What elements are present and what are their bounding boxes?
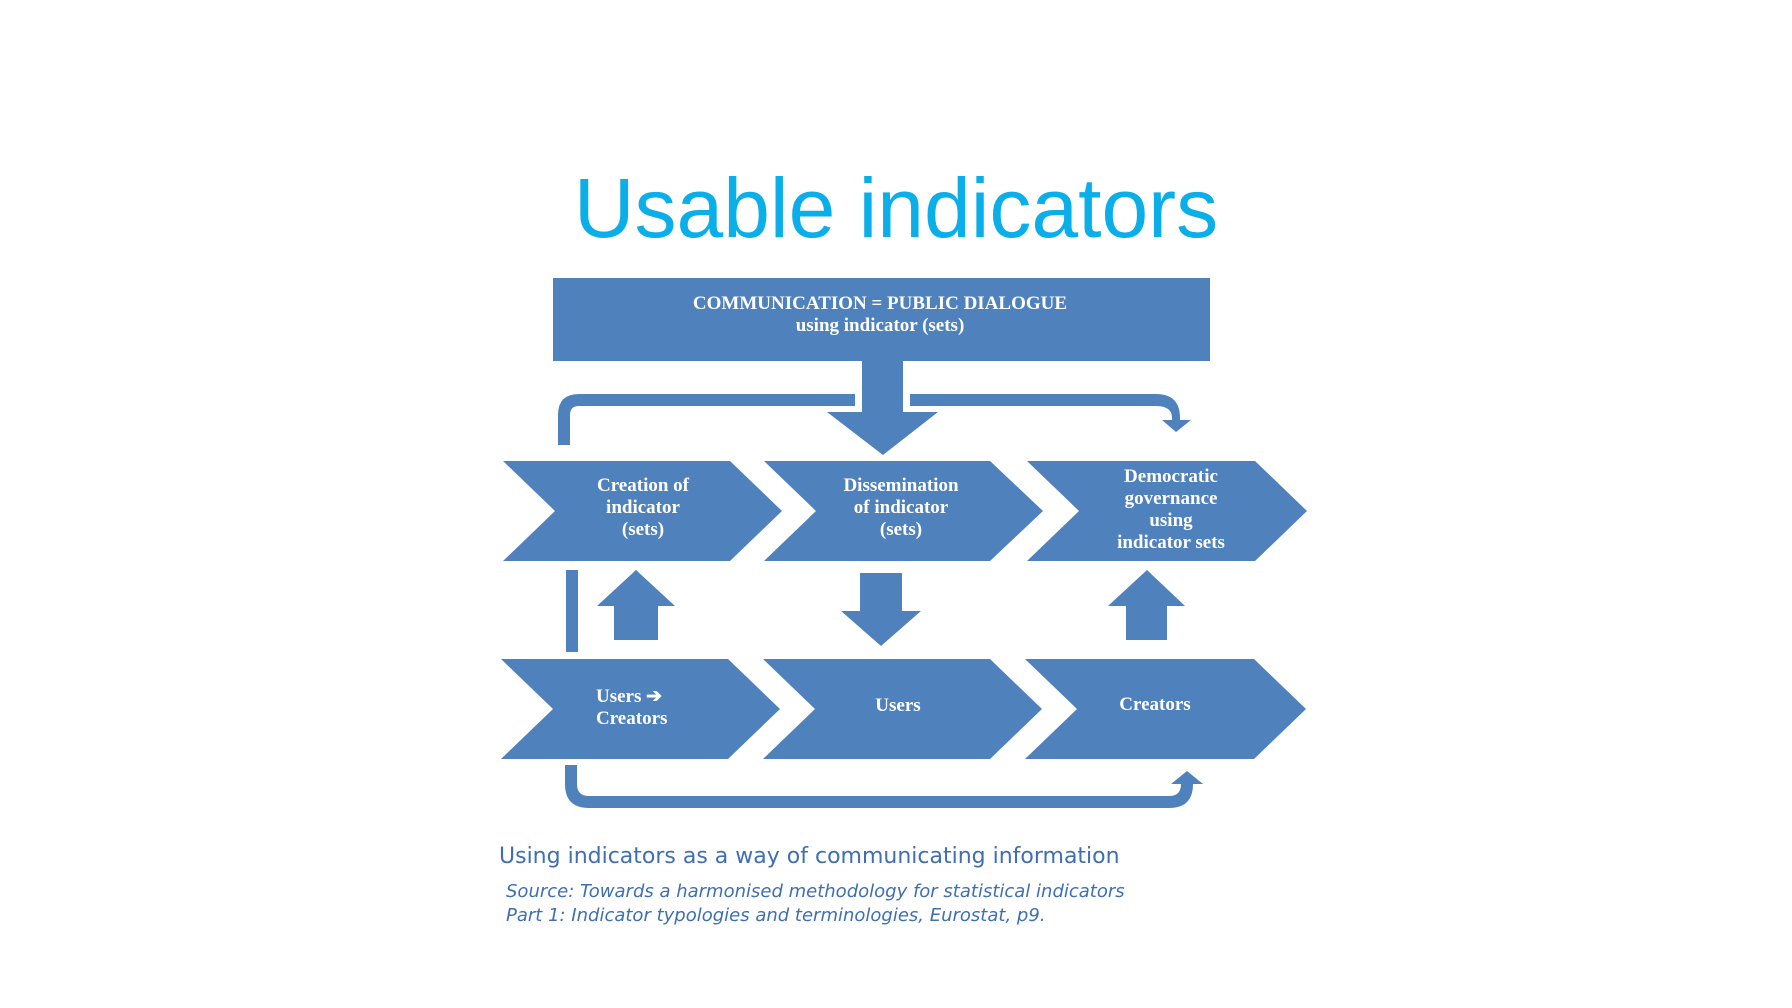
bottom-loop-arrow xyxy=(565,765,1203,808)
chevron-creators-label: Creators xyxy=(1119,694,1190,715)
chevron-democratic-label-1: Democratic xyxy=(1124,466,1218,487)
down-arrow-from-box xyxy=(827,361,938,455)
left-loop-connector xyxy=(558,394,855,445)
chevron-users-label: Users xyxy=(875,695,920,716)
up-arrow-users-to-creation xyxy=(597,570,675,640)
chevron-democratic-label-3: using xyxy=(1149,510,1193,531)
left-vertical-connector xyxy=(566,570,578,652)
down-arrow-dissemination-to-users xyxy=(841,573,921,646)
slide-title: Usable indicators xyxy=(573,161,1219,255)
chevron-creators xyxy=(1025,659,1306,759)
chevron-creation-label-3: (sets) xyxy=(622,519,664,540)
chevron-dissemination-label-1: Dissemination xyxy=(843,475,959,496)
chevron-dissemination xyxy=(764,461,1043,561)
chevron-dissemination-label-3: (sets) xyxy=(880,519,922,540)
chevron-democratic-label-2: governance xyxy=(1125,488,1218,509)
communication-box-line2: using indicator (sets) xyxy=(796,315,965,336)
communication-box-line1: COMMUNICATION = PUBLIC DIALOGUE xyxy=(693,293,1067,314)
chevron-democratic-label-4: indicator sets xyxy=(1117,532,1225,553)
communication-box xyxy=(553,278,1210,361)
up-arrow-creators-to-governance xyxy=(1108,570,1185,640)
figure-source: Source: Towards a harmonised methodology… xyxy=(506,880,1125,928)
chevron-democratic-governance xyxy=(1027,461,1307,561)
chevron-creation-label-1: Creation of xyxy=(597,475,690,496)
chevron-dissemination-label-2: of indicator xyxy=(854,497,949,518)
chevron-creation-label-2: indicator xyxy=(606,497,680,518)
chevron-creation xyxy=(503,461,782,561)
chevron-users xyxy=(763,659,1042,759)
chevron-users-creators xyxy=(501,659,780,759)
source-line-2: Part 1: Indicator typologies and termino… xyxy=(506,905,1046,926)
figure-caption: Using indicators as a way of communicati… xyxy=(499,844,1120,869)
right-loop-arrow xyxy=(910,394,1191,432)
chevron-users-creators-label-1: Users ➔ xyxy=(596,686,662,707)
source-line-1: Source: Towards a harmonised methodology… xyxy=(506,881,1125,902)
chevron-users-creators-label-2: Creators xyxy=(596,708,667,729)
